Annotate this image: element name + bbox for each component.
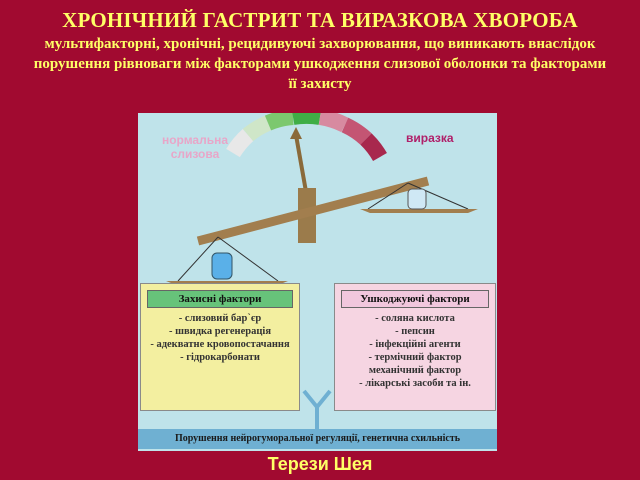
damaging-item: - лікарські засоби та ін. (359, 378, 471, 389)
gauge-arc (226, 113, 387, 162)
figure-caption: Терези Шея (267, 454, 373, 474)
damaging-item: - пепсин (395, 326, 435, 337)
protective-item: - гідрокарбонати (180, 352, 260, 363)
balance-diagram: нормальна слизова виразка Захисні фактор… (138, 113, 497, 451)
label-ulcer: виразка (406, 131, 454, 145)
damaging-item: механічний фактор (368, 365, 462, 376)
damaging-factors-heading: Ушкоджуючі фактори (341, 290, 489, 308)
damaging-factors-box: Ушкоджуючі фактори - соляна кислота - пе… (334, 283, 496, 411)
regulation-bar: Порушення нейрогуморальної регуляції, ге… (138, 429, 497, 449)
protective-factors-heading: Захисні фактори (147, 290, 293, 308)
damaging-item: - соляна кислота (375, 313, 455, 324)
protective-item: - слизовий бар`єр (178, 313, 262, 324)
protective-item: - швидка регенерація (168, 326, 272, 337)
damaging-item: - термічний фактор (368, 352, 462, 363)
scale-beam (196, 176, 430, 246)
label-normal-mucosa: нормальна слизова (161, 133, 229, 161)
protective-factors-box: Захисні фактори - слизовий бар`єр - швид… (140, 283, 300, 411)
slide-title: ХРОНІЧНИЙ ГАСТРИТ ТА ВИРАЗКОВА ХВОРОБА (62, 8, 578, 32)
right-pan (360, 209, 478, 213)
slide-subtitle: мультифакторні, хронічні, рецидивуючі за… (33, 36, 607, 92)
protective-item: - адекватне кровопостачання (150, 339, 290, 350)
damaging-item: - інфекційні агенти (369, 339, 461, 350)
